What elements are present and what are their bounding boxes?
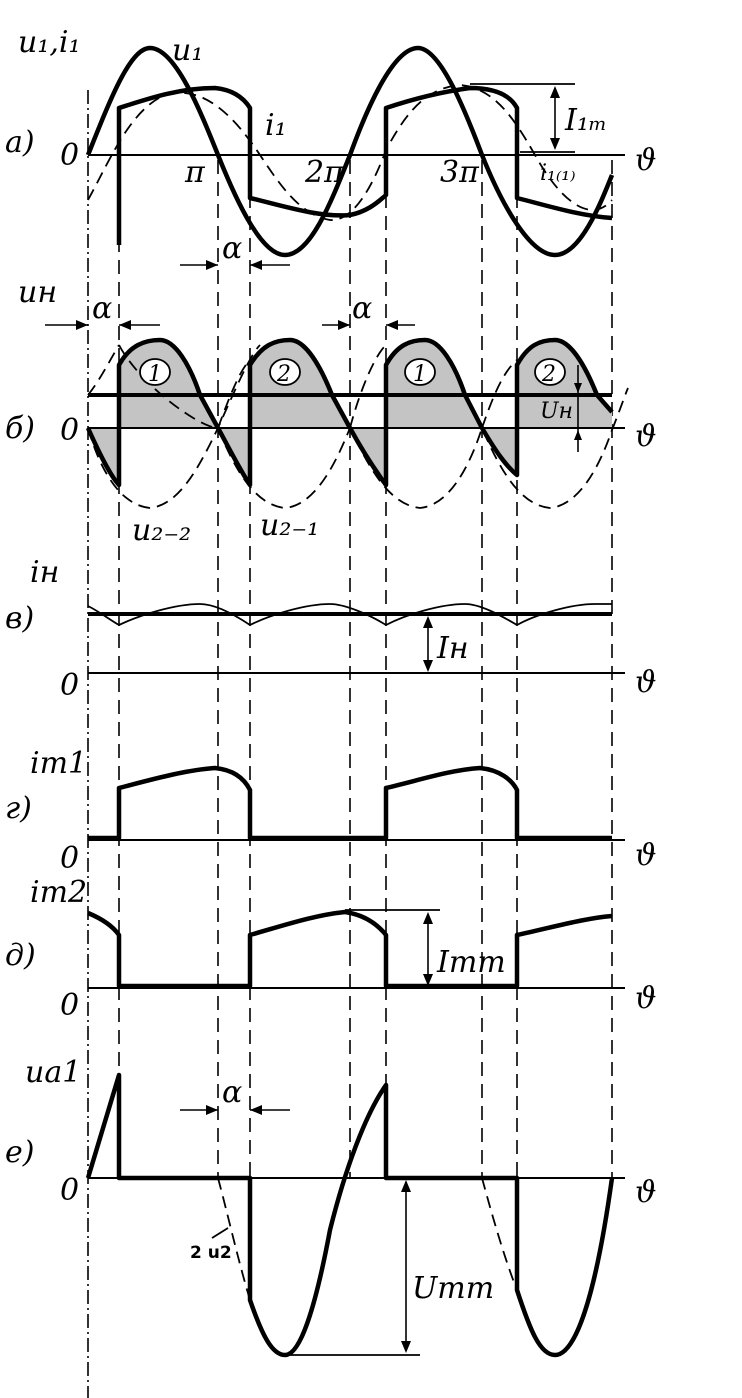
rectified-area-2: [250, 340, 350, 428]
vertical-alignment-lines: [118, 150, 613, 1178]
panel-d-tag: г): [5, 791, 32, 826]
panel-b-zero: 0: [60, 413, 79, 448]
u1-label: u₁: [172, 33, 203, 68]
panel-f-tag: е): [5, 1135, 34, 1170]
u2-2-curve-b: [349, 344, 387, 429]
rectified-area-3: [386, 340, 482, 428]
two-pi-label: 2π: [304, 155, 345, 190]
thyristor-2-current: [87, 909, 613, 989]
pulse-label-4: 2: [534, 358, 566, 387]
svg-text:2: 2: [276, 362, 291, 387]
rectified-voltage-curve: [85, 337, 614, 488]
load-current-curve: [87, 603, 612, 627]
panel-d-zero: 0: [60, 841, 79, 876]
panel-a-alpha-label: α: [222, 231, 242, 266]
panel-f-zero: 0: [60, 1173, 79, 1208]
panel-b-theta: ϑ: [635, 419, 656, 454]
I-Tm-label: Iтm: [436, 945, 506, 980]
anode-voltage-curve: [85, 1072, 615, 1358]
panel-c-zero: 0: [60, 668, 79, 703]
u2-1-label: u₂₋₁: [260, 508, 319, 543]
panel-d: iт1 г) 0 ϑ: [5, 746, 656, 876]
svg-text:1: 1: [148, 362, 162, 387]
panel-c-tag: в): [5, 601, 34, 636]
u2-rising-segments: [87, 344, 629, 431]
U-Tm-label: Uтm: [412, 1271, 494, 1306]
svg-text:2: 2: [541, 362, 556, 387]
panel-a-axis-label: u₁,i₁: [18, 25, 81, 60]
two-u2-label: 2 u2: [190, 1243, 232, 1263]
pulse-label-2: 2: [269, 358, 301, 387]
u2-1-curve: [118, 344, 613, 509]
i1-fundamental-curve: [87, 84, 613, 221]
panel-a-theta: ϑ: [635, 143, 656, 178]
u2-2-curve: [87, 344, 261, 509]
panel-b-axis-label: uн: [18, 275, 57, 310]
panel-c-axis-label: iн: [30, 555, 59, 590]
panel-e-tag: д): [5, 938, 36, 973]
panel-e: iт2 д) 0 ϑ Iтm: [5, 875, 656, 1023]
I1m-label: I₁ₘ: [564, 103, 607, 138]
thyristor-1-current: [88, 765, 612, 841]
i1-fundamental-label: i₁₍₁₎: [540, 161, 575, 186]
pulse-label-1: 1: [139, 358, 171, 387]
pi-label: π: [184, 155, 206, 190]
U-H-label: Uн: [540, 399, 573, 424]
panel-a: u₁,i₁ а) 0 ϑ u₁ i₁ π 2π 3π i₁₍₁₎ I₁ₘ α: [5, 25, 656, 270]
panel-e-axis-label: iт2: [30, 875, 87, 910]
panel-f: uа1 е) 0 ϑ Uтm α 2 u2: [5, 1055, 656, 1358]
panel-f-theta: ϑ: [635, 1175, 656, 1210]
panel-b-tag: б): [5, 411, 35, 446]
I-H-label: Iн: [436, 631, 469, 666]
panel-a-zero: 0: [60, 138, 79, 173]
panel-c: iн в) 0 ϑ Iн: [5, 555, 656, 703]
panel-c-theta: ϑ: [635, 665, 656, 700]
svg-text:1: 1: [413, 362, 427, 387]
anode-voltage-dashed: [217, 1177, 518, 1301]
u1-curve: [85, 45, 615, 258]
u2-2-label: u₂₋₂: [132, 513, 191, 548]
three-pi-label: 3π: [440, 155, 480, 190]
panel-f-axis-label: uа1: [25, 1055, 81, 1090]
panel-f-alpha-label: α: [222, 1075, 242, 1110]
i1-curve: [116, 85, 613, 245]
panel-b-alpha-left: α: [92, 291, 112, 326]
pulse-label-3: 1: [404, 358, 436, 387]
panel-d-axis-label: iт1: [30, 746, 87, 781]
panel-a-tag: а): [5, 125, 35, 160]
i1-label: i₁: [265, 108, 287, 143]
rectified-area-1: [119, 340, 218, 428]
panel-d-theta: ϑ: [635, 838, 656, 873]
panel-b: uн б) 0 ϑ 1 2: [5, 275, 656, 548]
panel-b-alpha-mid: α: [352, 291, 372, 326]
panel-e-zero: 0: [60, 988, 79, 1023]
panel-e-theta: ϑ: [635, 981, 656, 1016]
